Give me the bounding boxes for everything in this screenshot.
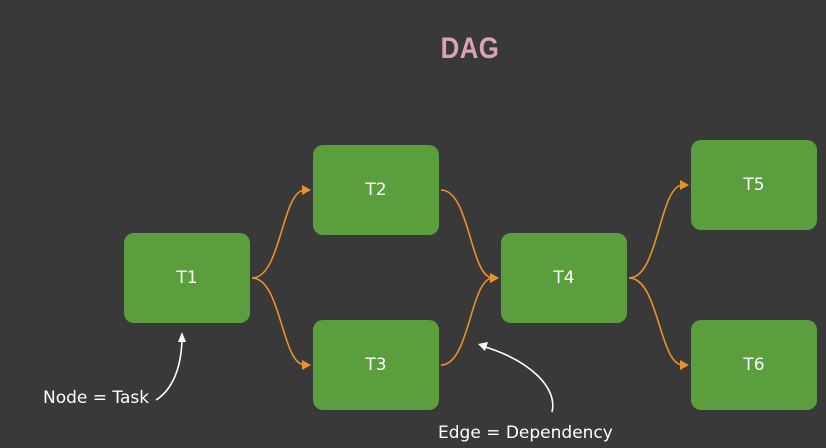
task-node-label: T2: [365, 180, 387, 200]
dependency-edge-t4-t5: [628, 184, 684, 279]
task-node-label: T1: [176, 268, 198, 288]
diagram-title: DAG: [440, 32, 500, 65]
task-node-t1: T1: [124, 233, 250, 323]
task-node-label: T3: [365, 355, 387, 375]
dependency-edge-t3-t4: [440, 277, 494, 366]
dependency-edge-t1-t3: [251, 277, 306, 366]
task-node-label: T6: [743, 355, 765, 375]
dependency-arrowhead-t1-t3: [302, 360, 311, 370]
edge-annotation-arrow: [481, 345, 554, 413]
dependency-arrowhead-t3-t4: [490, 273, 499, 283]
dependency-arrowhead-t4-t5: [680, 180, 689, 190]
dependency-arrowhead-t4-t6: [680, 360, 689, 370]
dependency-arrowhead-t1-t2: [302, 185, 311, 195]
task-node-label: T5: [743, 175, 765, 195]
dependency-edge-t4-t6: [628, 277, 684, 366]
dependency-edge-t2-t4: [440, 189, 494, 279]
dependency-edge-t1-t2: [251, 189, 306, 279]
task-node-t6: T6: [691, 320, 817, 410]
node-annotation-label: Node = Task: [43, 388, 150, 408]
task-node-label: T4: [553, 268, 575, 288]
edge-annotation-label: Edge = Dependency: [438, 423, 613, 443]
task-node-t5: T5: [691, 140, 817, 230]
task-node-t4: T4: [501, 233, 627, 323]
node-annotation-arrow: [155, 335, 183, 401]
task-node-t3: T3: [313, 320, 439, 410]
node-annotation-arrowhead: [178, 332, 186, 342]
edge-annotation-arrowhead: [478, 342, 488, 351]
task-node-t2: T2: [313, 145, 439, 235]
